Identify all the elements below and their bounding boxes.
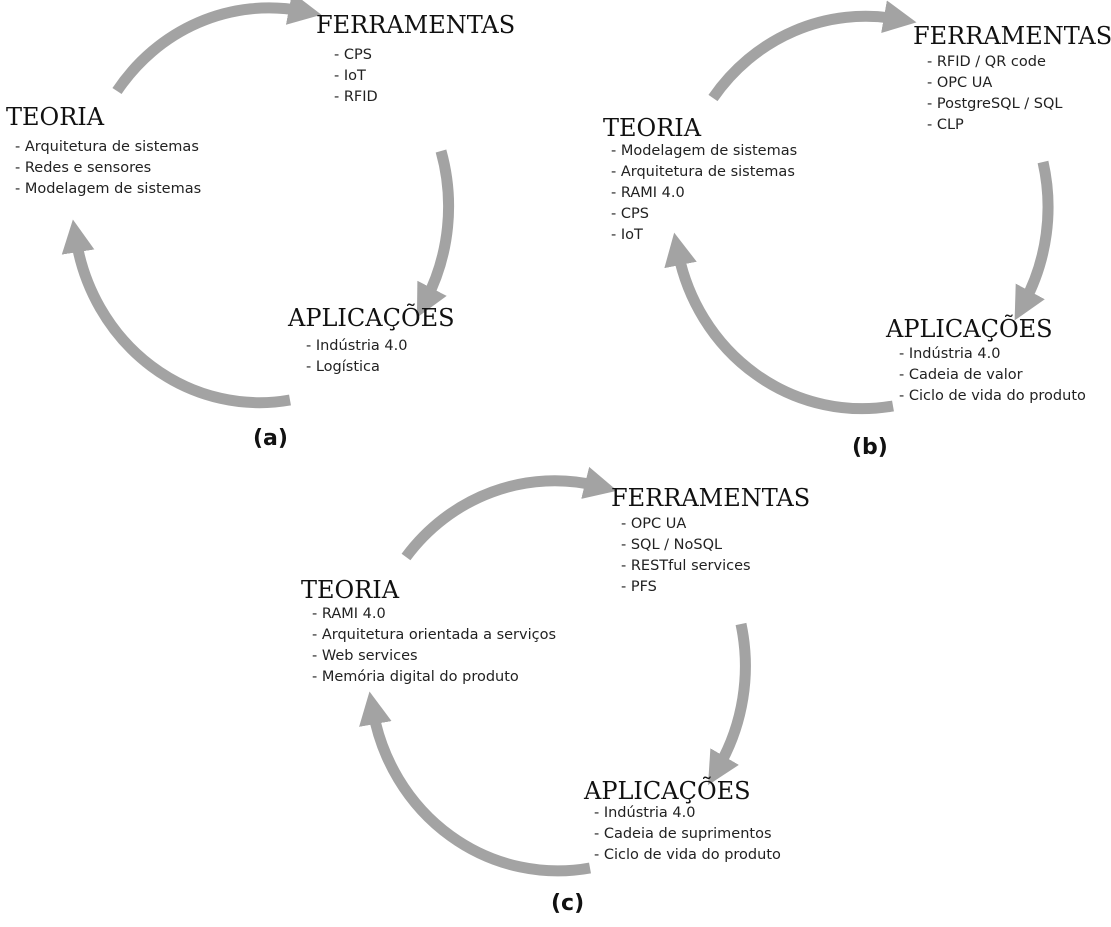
- arc-aplicacoes-to-teoria: [359, 691, 591, 877]
- list-item: Arquitetura orientada a serviços: [312, 625, 556, 646]
- list-item: PFS: [621, 577, 751, 598]
- arc-teoria-to-ferramentas: [708, 0, 917, 102]
- list-item: SQL / NoSQL: [621, 535, 751, 556]
- list-item: CPS: [334, 45, 378, 66]
- list-item: Cadeia de suprimentos: [594, 824, 781, 845]
- list-item: CLP: [927, 115, 1062, 136]
- caption-a: (a): [253, 426, 288, 451]
- teoria-list: Arquitetura de sistemas Redes e sensores…: [15, 137, 201, 200]
- list-item: RAMI 4.0: [611, 183, 797, 204]
- teoria-list: Modelagem de sistemas Arquitetura de sis…: [611, 141, 797, 246]
- list-item: IoT: [334, 66, 378, 87]
- list-item: Logística: [306, 357, 408, 378]
- caption-b: (b): [852, 435, 888, 460]
- aplicacoes-list: Indústria 4.0 Cadeia de suprimentos Cicl…: [594, 803, 781, 866]
- list-item: OPC UA: [621, 514, 751, 535]
- list-item: Web services: [312, 646, 556, 667]
- list-item: CPS: [611, 204, 797, 225]
- list-item: Memória digital do produto: [312, 667, 556, 688]
- arc-ferramentas-to-aplicacoes: [708, 622, 751, 786]
- list-item: Arquitetura de sistemas: [611, 162, 797, 183]
- list-item: Indústria 4.0: [306, 336, 408, 357]
- diagram-a-arcs: [61, 0, 455, 409]
- list-item: RESTful services: [621, 556, 751, 577]
- list-item: Cadeia de valor: [899, 365, 1086, 386]
- list-item: Modelagem de sistemas: [15, 179, 201, 200]
- list-item: RFID / QR code: [927, 52, 1062, 73]
- teoria-title: TEORIA: [301, 576, 400, 604]
- arc-aplicacoes-to-teoria: [664, 232, 894, 415]
- list-item: Arquitetura de sistemas: [15, 137, 201, 158]
- ferramentas-title: FERRAMENTAS: [913, 22, 1111, 50]
- arc-teoria-to-ferramentas: [112, 0, 322, 95]
- arc-aplicacoes-to-teoria: [61, 219, 291, 409]
- ferramentas-list: RFID / QR code OPC UA PostgreSQL / SQL C…: [927, 52, 1063, 136]
- list-item: PostgreSQL / SQL: [927, 94, 1063, 115]
- diagram-c-arcs: [359, 466, 751, 877]
- list-item: Redes e sensores: [15, 158, 201, 179]
- aplicacoes-list: Indústria 4.0 Logística: [306, 336, 408, 378]
- teoria-title: TEORIA: [603, 114, 702, 142]
- list-item: Indústria 4.0: [594, 803, 781, 824]
- aplicacoes-list: Indústria 4.0 Cadeia de valor Ciclo de v…: [899, 344, 1086, 407]
- list-item: Ciclo de vida do produto: [899, 386, 1086, 407]
- ferramentas-title: FERRAMENTAS: [611, 484, 811, 512]
- list-item: Ciclo de vida do produto: [594, 845, 781, 866]
- arc-teoria-to-ferramentas: [401, 466, 618, 561]
- teoria-title: TEORIA: [6, 103, 105, 131]
- ferramentas-list: CPS IoT RFID: [334, 45, 378, 108]
- diagram-b-arcs: [664, 0, 1054, 415]
- arc-ferramentas-to-aplicacoes: [1014, 160, 1054, 321]
- list-item: Indústria 4.0: [899, 344, 1086, 365]
- list-item: OPC UA: [927, 73, 1062, 94]
- list-item: RFID: [334, 87, 378, 108]
- aplicacoes-title: APLICAÇÕES: [886, 315, 1053, 343]
- teoria-list: RAMI 4.0 Arquitetura orientada a serviço…: [312, 604, 556, 688]
- list-item: Modelagem de sistemas: [611, 141, 797, 162]
- list-item: RAMI 4.0: [312, 604, 556, 625]
- aplicacoes-title: APLICAÇÕES: [288, 304, 455, 332]
- ferramentas-title: FERRAMENTAS: [316, 11, 516, 39]
- arc-ferramentas-to-aplicacoes: [416, 149, 455, 318]
- aplicacoes-title: APLICAÇÕES: [584, 777, 751, 805]
- caption-c: (c): [551, 891, 585, 916]
- list-item: IoT: [611, 225, 797, 246]
- ferramentas-list: OPC UA SQL / NoSQL RESTful services PFS: [621, 514, 751, 598]
